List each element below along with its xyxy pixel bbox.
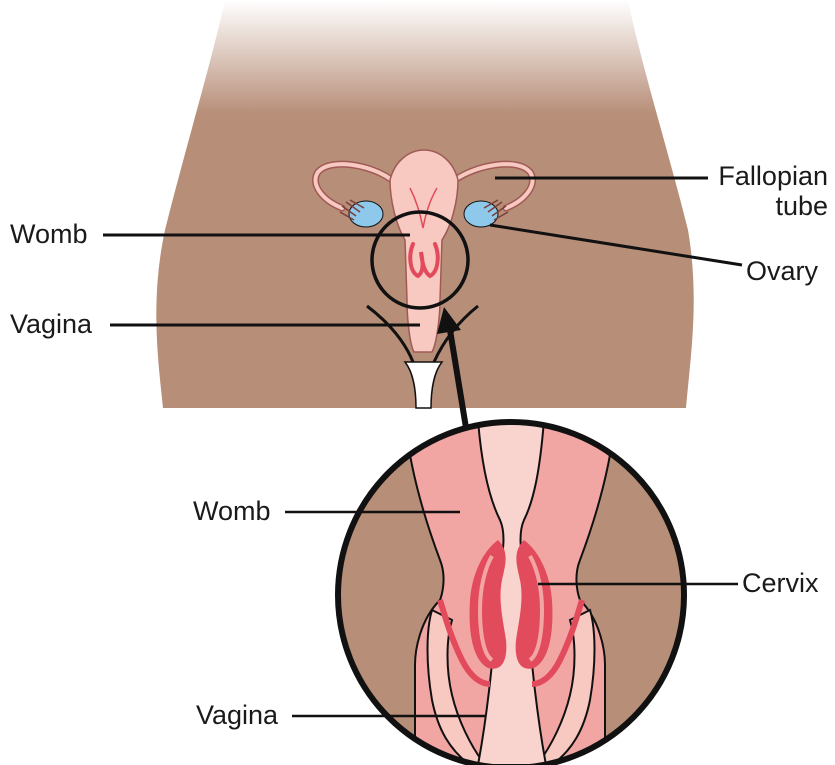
- label-fallopian-line1: Fallopian: [718, 163, 828, 190]
- label-cervix: Cervix: [742, 570, 819, 597]
- label-womb-top: Womb: [10, 221, 88, 248]
- label-womb-detail: Womb: [193, 498, 271, 525]
- label-vagina-top: Vagina: [10, 311, 92, 338]
- label-fallopian-line2: tube: [718, 193, 828, 220]
- label-fallopian-tube: Fallopian tube: [718, 163, 828, 220]
- label-vagina-detail: Vagina: [196, 702, 278, 729]
- label-ovary: Ovary: [746, 258, 818, 285]
- ovary-right: [464, 201, 498, 227]
